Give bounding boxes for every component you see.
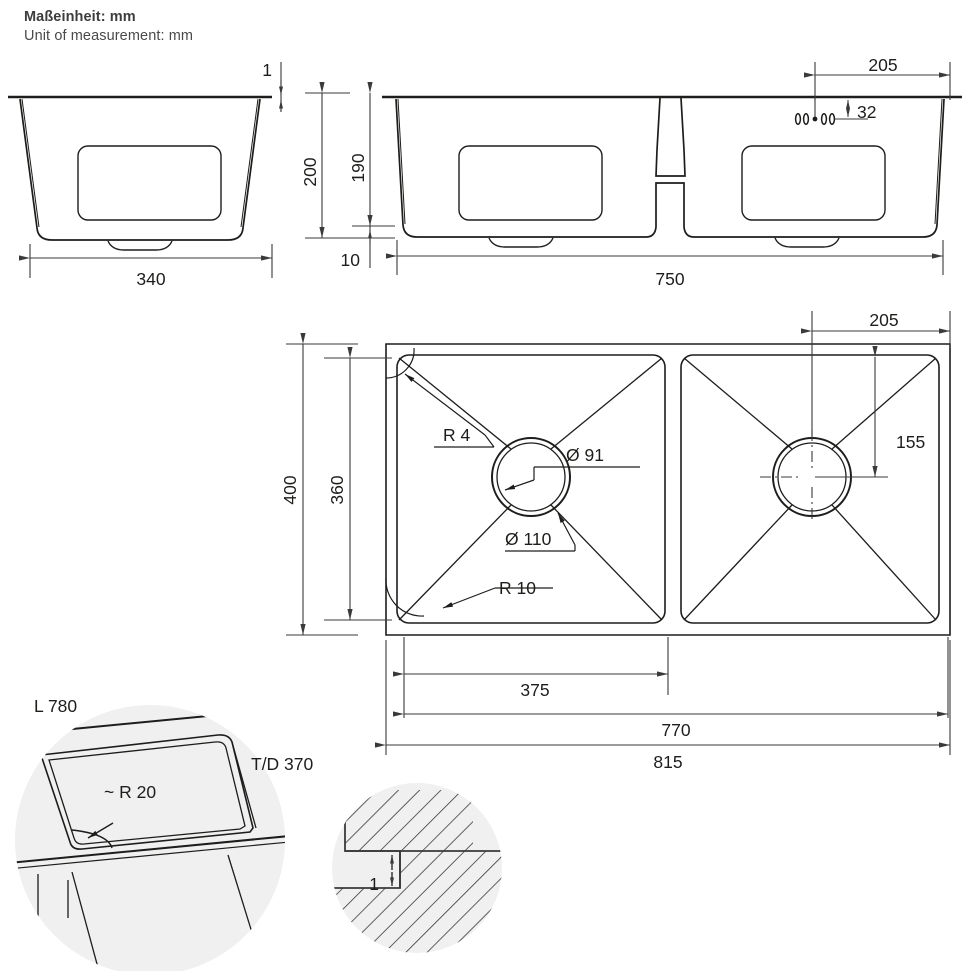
tap-hole-detail <box>794 97 868 125</box>
unit-header: Maßeinheit: mm Unit of measurement: mm <box>24 8 193 47</box>
dim-height-200: 200 <box>300 157 320 186</box>
dim-bowl-width-375: 375 <box>520 680 549 700</box>
label-depth-td370: T/D 370 <box>251 754 314 774</box>
dim-cutout-width-770: 770 <box>661 720 690 740</box>
label-length-l780: L 780 <box>34 696 77 716</box>
label-radius-r10: R 10 <box>499 578 536 598</box>
dim-tap-offset-205-top: 205 <box>869 310 898 330</box>
unit-label-de: Maßeinheit: mm <box>24 9 136 25</box>
unit-label-en: Unit of measurement: mm <box>24 28 194 45</box>
dim-height-10: 10 <box>341 250 361 270</box>
dim-rim-1: 1 <box>262 60 272 80</box>
top-plan-view: R 4 R 10 Ø 91 Ø 110 400 360 <box>280 310 951 772</box>
label-drain-d91: Ø 91 <box>566 445 604 465</box>
dim-tap-height-32: 32 <box>857 102 876 122</box>
dim-depth-400: 400 <box>280 475 300 504</box>
front-section-view: 32 205 200 190 10 750 <box>300 55 962 289</box>
label-radius-r20: ~ R 20 <box>104 782 156 802</box>
dim-tap-offset-205-front: 205 <box>868 55 897 75</box>
dim-width-340: 340 <box>136 269 165 289</box>
dim-bowl-depth-360: 360 <box>327 475 347 504</box>
dim-width-750: 750 <box>655 269 684 289</box>
dim-rim-section-1: 1 <box>369 874 379 894</box>
side-section-view: 1 340 <box>8 60 283 289</box>
rim-section-detail-view: 1 <box>332 783 502 953</box>
mounting-detail-view: L 780 T/D 370 ~ R 20 <box>15 696 314 971</box>
label-radius-r4: R 4 <box>443 425 471 445</box>
dim-overall-width-815: 815 <box>653 752 682 772</box>
label-drain-d110: Ø 110 <box>505 529 552 549</box>
dim-tap-offset-155: 155 <box>896 432 925 452</box>
dim-height-190: 190 <box>348 153 368 182</box>
